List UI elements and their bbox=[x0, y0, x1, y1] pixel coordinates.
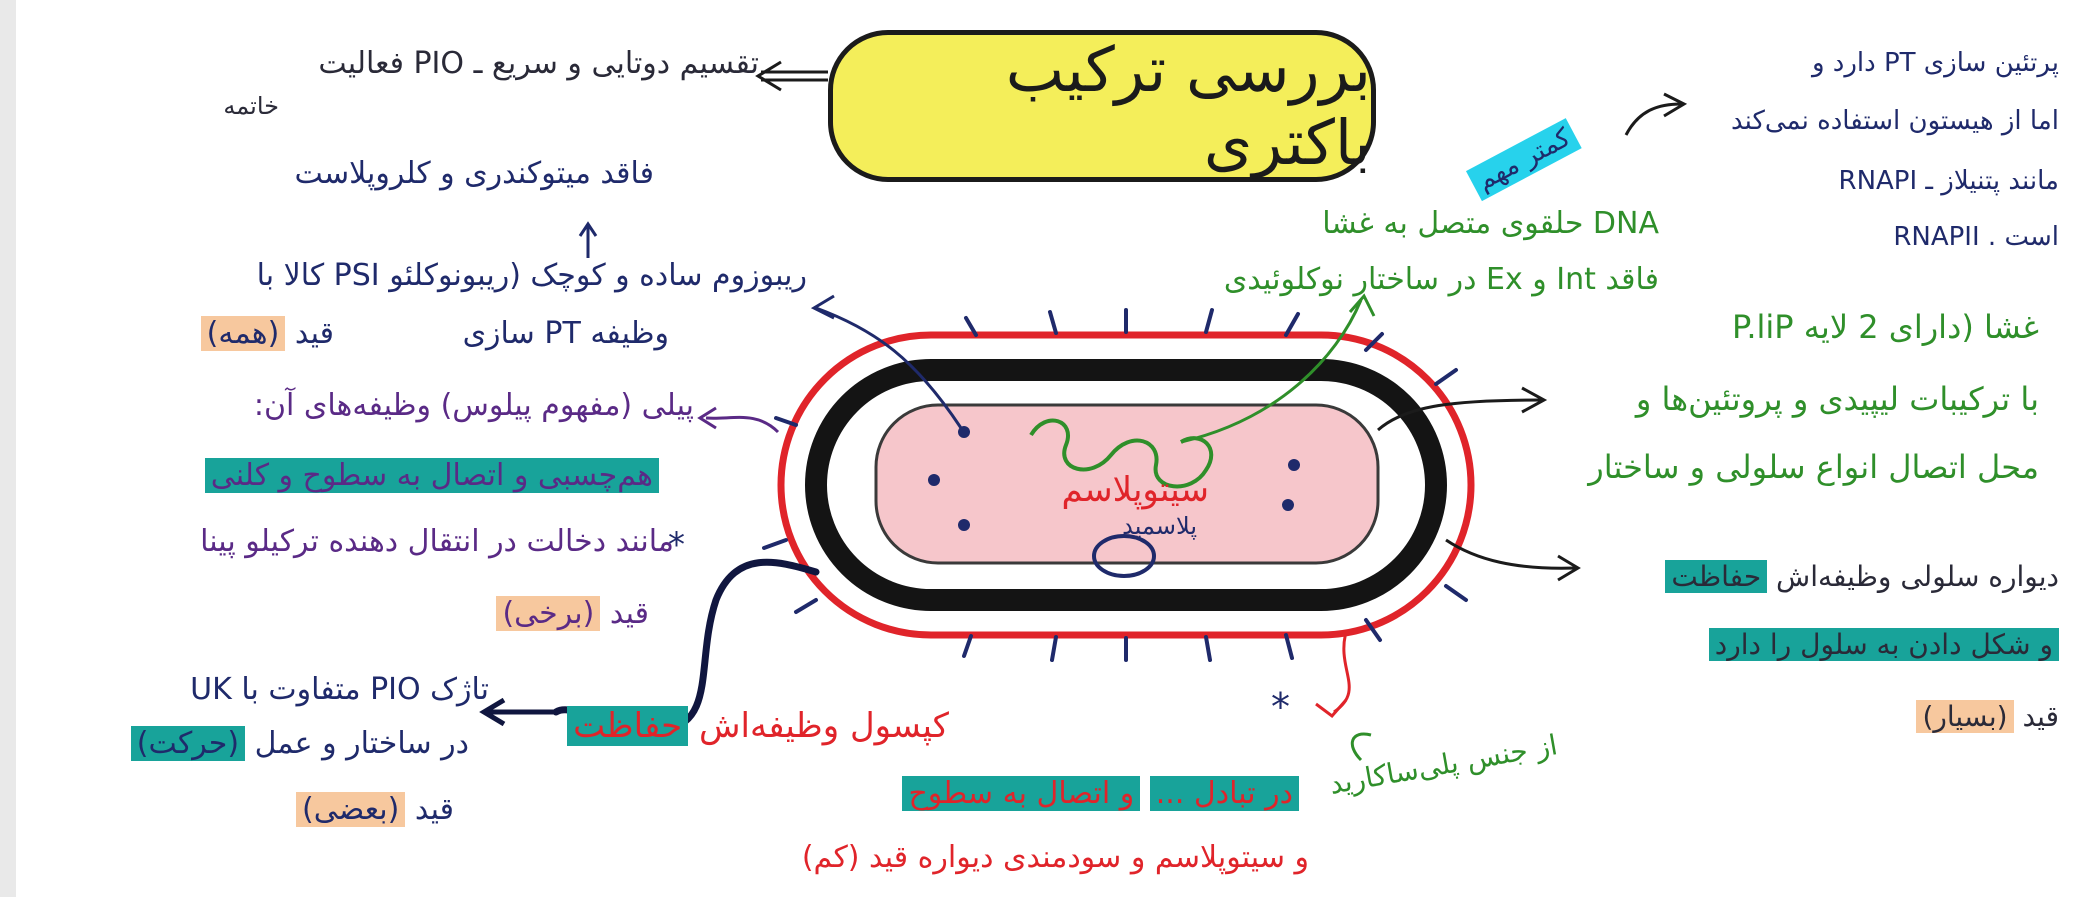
flagella-note-line1: تاژک PIO متفاوت با UK bbox=[190, 672, 489, 707]
wall-arrow bbox=[1445, 538, 1581, 582]
wall-note-line1: دیواره سلولی وظیفه‌اش حفاظت bbox=[1665, 560, 2059, 594]
pili-function-highlight: هم‌چسبی و اتصال به سطوح و کلنی bbox=[204, 458, 659, 493]
pili-group bbox=[762, 308, 1468, 662]
ribosome-arrow bbox=[810, 294, 963, 429]
wall-tag-row: قید (بسیار) bbox=[1916, 700, 2059, 734]
division-note: تقسیم دوتایی و سریع ـ PIO فعالیت bbox=[318, 46, 759, 81]
dna-note-line2: فاقد Int و Ex در ساختار نوکلوئیدی bbox=[1223, 262, 1659, 297]
flagella-note-line2: در ساختار و عمل (حرکت) bbox=[130, 726, 469, 762]
pili-tag-row: قید (برخی) bbox=[496, 596, 649, 632]
division-note-end: خاتمه bbox=[223, 92, 279, 120]
membrane-note-line3: محل اتصال انواع سلولی و ساختار bbox=[1588, 448, 2039, 486]
flagella-text: در ساختار و عمل bbox=[254, 726, 469, 761]
top-right-line4: است . RNAPII bbox=[1893, 222, 2059, 252]
wall-highlight: حفاظت bbox=[1665, 560, 1768, 593]
polysaccharide-arrow bbox=[1350, 732, 1372, 762]
membrane-note-line1: غشا (دارای 2 لایه P.liP bbox=[1732, 308, 2039, 346]
capsule-arrow bbox=[1315, 631, 1351, 719]
top-right-arrow bbox=[1624, 92, 1688, 136]
capsule-asterisk: * bbox=[1271, 685, 1290, 729]
dna-note-line1: DNA حلقوی متصل به غشا bbox=[1322, 206, 1659, 241]
pili-note-line3: مانند دخالت در انتقال دهنده ترکیلو پینا bbox=[200, 524, 674, 559]
ribosome-note-line2: وظیفه PT سازی bbox=[463, 316, 669, 352]
capsule-note-line1: کپسول وظیفه‌اش حفاظت bbox=[567, 706, 949, 747]
ribosome-tag: (همه) bbox=[200, 316, 286, 351]
capsule-note-line2: در تبادل ... و اتصال به سطوح bbox=[902, 776, 1299, 812]
membrane-arrow bbox=[1377, 386, 1548, 432]
pili-note-line1: پیلی (مفهوم پیلوس) وظیفه‌های آن: bbox=[253, 388, 694, 423]
flagella-tag-prefix: قید bbox=[414, 792, 454, 827]
dna-arrow bbox=[1180, 293, 1376, 444]
capsule-highlight: حفاظت bbox=[567, 706, 689, 746]
cytoplasm-label: سیتوپلاسم bbox=[1061, 470, 1209, 510]
capsule-outline bbox=[777, 331, 1475, 639]
ribosome-tag-prefix: قید bbox=[294, 316, 334, 351]
dna-strand bbox=[1029, 418, 1214, 489]
membrane-note-line2: با ترکیبات لیپیدی و پروتئین‌ها و bbox=[1635, 380, 2039, 418]
cell-wall bbox=[805, 359, 1447, 611]
ribosome-note-line1: ریبوزوم ساده و کوچک (ریبونوکلئو PSI کالا… bbox=[256, 258, 807, 293]
pili-asterisk: * bbox=[668, 525, 685, 565]
flagella-tag-row: قید (بعضی) bbox=[296, 792, 454, 828]
wall-tag: (بسیار) bbox=[1916, 700, 2014, 733]
pili-note-line2: هم‌چسبی و اتصال به سطوح و کلنی bbox=[204, 458, 659, 494]
capsule-attach-highlight: و اتصال به سطوح bbox=[902, 776, 1141, 811]
diagram-sheet: * * بررسی ترکیب باکتری تقسیم دوتایی و سر… bbox=[16, 0, 2079, 897]
pili-tag: (برخی) bbox=[496, 596, 601, 631]
top-right-line2: اما از هیستون استفاده نمی‌کند bbox=[1731, 106, 2059, 136]
flagella-highlight: (حرکت) bbox=[130, 726, 246, 761]
ribosome-dots bbox=[928, 426, 1300, 531]
wall-tag-prefix: قید bbox=[2022, 700, 2059, 733]
plastid-arrow bbox=[578, 221, 598, 258]
plasmid-label: پلاسمید bbox=[1122, 512, 1197, 540]
pili-tag-prefix: قید bbox=[609, 596, 649, 631]
top-right-line3: مانند پتنیلاز ـ RNAPI bbox=[1838, 166, 2060, 196]
flagella-tag: (بعضی) bbox=[296, 792, 406, 827]
capsule-text: کپسول وظیفه‌اش bbox=[699, 706, 949, 746]
wall-text: دیواره سلولی وظیفه‌اش bbox=[1776, 560, 2059, 593]
wall-note-line2: و شکل دادن به سلول را دارد bbox=[1708, 628, 2059, 662]
title-box: بررسی ترکیب باکتری bbox=[828, 30, 1376, 182]
capsule-exchange: در تبادل ... bbox=[1149, 776, 1299, 811]
title-arrow bbox=[755, 60, 828, 92]
plasmid-ring bbox=[1092, 534, 1156, 578]
plastid-note: فاقد میتوکندری و کلروپلاست bbox=[294, 156, 655, 191]
ribosome-text: وظیفه PT سازی bbox=[462, 316, 669, 351]
pili-arrow bbox=[697, 406, 780, 434]
capsule-note-line3: و سیتوپلاسم و سودمندی دیواره قید (کم) bbox=[801, 840, 1309, 875]
wall-shape-highlight: و شکل دادن به سلول را دارد bbox=[1708, 628, 2059, 661]
cytoplasm-area bbox=[874, 403, 1380, 565]
ribosome-tag-row: قید (همه) bbox=[200, 316, 334, 352]
bacterium-diagram: * * bbox=[479, 60, 1688, 762]
flagella-arrow bbox=[479, 697, 556, 727]
diagram-title: بررسی ترکیب باکتری bbox=[1005, 33, 1371, 179]
top-right-line1: پرتئین سازی PT دارد و bbox=[1811, 48, 2059, 78]
